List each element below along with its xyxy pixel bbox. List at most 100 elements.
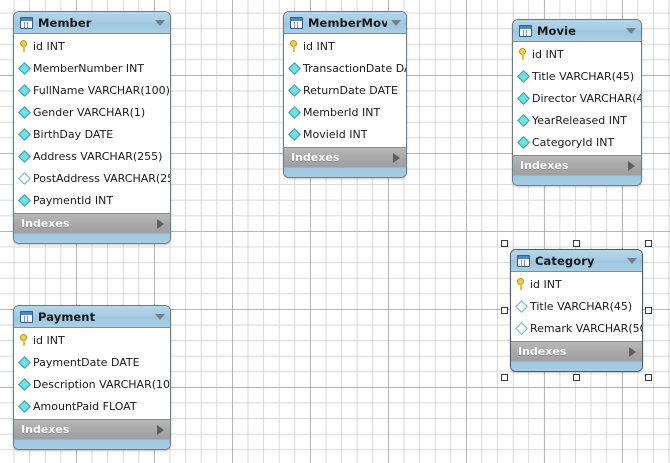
- table-column-row[interactable]: Remark VARCHAR(500): [511, 317, 642, 339]
- table-column-row[interactable]: Address VARCHAR(255): [14, 145, 170, 167]
- table-header-payment[interactable]: Payment: [14, 306, 170, 328]
- resize-handle-n[interactable]: [573, 240, 580, 247]
- chevron-down-icon[interactable]: [627, 257, 637, 264]
- expand-right-icon[interactable]: [393, 152, 400, 163]
- table-column-row[interactable]: Director VARCHAR(45): [513, 87, 641, 109]
- table-column-row[interactable]: BirthDay DATE: [14, 123, 170, 145]
- table-column-row[interactable]: id INT: [513, 43, 641, 65]
- indexes-section[interactable]: Indexes: [14, 419, 170, 439]
- column-diamond-icon: [288, 127, 301, 141]
- expand-right-icon[interactable]: [628, 160, 635, 171]
- column-diamond-icon: [515, 299, 528, 313]
- primary-key-icon: [518, 48, 529, 60]
- column-diamond-icon: [18, 377, 31, 391]
- table-column-row[interactable]: id INT: [14, 329, 170, 351]
- table-column-row[interactable]: id INT: [511, 273, 642, 295]
- indexes-section[interactable]: Indexes: [14, 213, 170, 233]
- table-title: Category: [535, 253, 595, 268]
- chevron-down-icon[interactable]: [155, 19, 165, 26]
- column-diamond-icon: [18, 83, 31, 97]
- table-column-row[interactable]: ReturnDate DATE: [284, 79, 406, 101]
- column-diamond-icon: [288, 83, 301, 97]
- indexes-section[interactable]: Indexes: [511, 341, 642, 361]
- table-column-row[interactable]: MovieId INT: [284, 123, 406, 145]
- column-diamond-icon: [18, 149, 31, 163]
- table-title: Movie: [537, 23, 577, 38]
- table-column-row[interactable]: TransactionDate DATE: [284, 57, 406, 79]
- column-diamond-icon: [18, 61, 31, 75]
- indexes-section[interactable]: Indexes: [284, 147, 406, 167]
- resize-handle-nw[interactable]: [501, 240, 508, 247]
- table-columns: id INT MemberNumber INT FullName VARCHAR(1…: [14, 34, 170, 213]
- table-icon: [20, 16, 33, 29]
- table-column-label: Address VARCHAR(255): [33, 149, 163, 163]
- table-header-membermovie[interactable]: MemberMovie: [284, 12, 406, 34]
- chevron-down-icon[interactable]: [155, 313, 165, 320]
- table-footer-strip: [513, 175, 641, 185]
- table-column-row[interactable]: YearReleased INT: [513, 109, 641, 131]
- column-diamond-icon: [288, 105, 301, 119]
- resize-handle-ne[interactable]: [645, 240, 652, 247]
- table-node-payment[interactable]: Payment id INT PaymentDate DATE Description…: [13, 305, 171, 450]
- expand-right-icon[interactable]: [157, 218, 164, 229]
- expand-right-icon[interactable]: [629, 346, 636, 357]
- indexes-label: Indexes: [21, 423, 70, 436]
- indexes-label: Indexes: [291, 151, 340, 164]
- primary-key-icon: [19, 334, 30, 346]
- table-column-label: PostAddress VARCHAR(255): [33, 171, 170, 185]
- table-footer-strip: [284, 167, 406, 177]
- table-column-label: Description VARCHAR(100): [33, 377, 170, 391]
- table-column-row[interactable]: Title VARCHAR(45): [513, 65, 641, 87]
- table-footer-strip: [511, 361, 642, 371]
- table-column-row[interactable]: CategoryId INT: [513, 131, 641, 153]
- table-column-row[interactable]: FullName VARCHAR(100): [14, 79, 170, 101]
- table-column-row[interactable]: MemberNumber INT: [14, 57, 170, 79]
- table-column-label: MovieId INT: [303, 127, 368, 141]
- table-header-category[interactable]: Category: [511, 250, 642, 272]
- column-diamond-icon: [18, 399, 31, 413]
- resize-handle-w[interactable]: [501, 307, 508, 314]
- table-column-label: MemberId INT: [303, 105, 381, 119]
- table-column-row[interactable]: PaymentId INT: [14, 189, 170, 211]
- expand-right-icon[interactable]: [157, 424, 164, 435]
- resize-handle-sw[interactable]: [501, 374, 508, 381]
- table-column-label: Remark VARCHAR(500): [530, 321, 642, 335]
- table-icon: [517, 254, 530, 267]
- table-column-row[interactable]: id INT: [14, 35, 170, 57]
- resize-handle-e[interactable]: [645, 307, 652, 314]
- table-footer-strip: [14, 439, 170, 449]
- table-column-row[interactable]: PostAddress VARCHAR(255): [14, 167, 170, 189]
- chevron-down-icon[interactable]: [391, 19, 401, 26]
- table-column-row[interactable]: PaymentDate DATE: [14, 351, 170, 373]
- chevron-down-icon[interactable]: [626, 27, 636, 34]
- table-column-row[interactable]: MemberId INT: [284, 101, 406, 123]
- indexes-label: Indexes: [21, 217, 70, 230]
- table-footer-strip: [14, 233, 170, 243]
- table-header-member[interactable]: Member: [14, 12, 170, 34]
- column-diamond-icon: [517, 135, 530, 149]
- table-column-label: id INT: [33, 333, 65, 347]
- table-node-category[interactable]: Category id INT Title VARCHAR(45) Remark VA…: [510, 249, 643, 372]
- resize-handle-s[interactable]: [573, 374, 580, 381]
- table-title: Payment: [38, 309, 96, 324]
- column-diamond-icon: [515, 321, 528, 335]
- table-column-label: Title VARCHAR(45): [530, 299, 633, 313]
- column-diamond-icon: [517, 69, 530, 83]
- table-header-movie[interactable]: Movie: [513, 20, 641, 42]
- table-column-label: MemberNumber INT: [33, 61, 145, 75]
- table-column-row[interactable]: Gender VARCHAR(1): [14, 101, 170, 123]
- table-column-row[interactable]: Description VARCHAR(100): [14, 373, 170, 395]
- table-column-label: BirthDay DATE: [33, 127, 114, 141]
- table-column-row[interactable]: AmountPaid FLOAT: [14, 395, 170, 417]
- table-column-row[interactable]: id INT: [284, 35, 406, 57]
- column-diamond-icon: [18, 355, 31, 369]
- resize-handle-se[interactable]: [645, 374, 652, 381]
- indexes-section[interactable]: Indexes: [513, 155, 641, 175]
- table-column-label: PaymentId INT: [33, 193, 114, 207]
- table-column-row[interactable]: Title VARCHAR(45): [511, 295, 642, 317]
